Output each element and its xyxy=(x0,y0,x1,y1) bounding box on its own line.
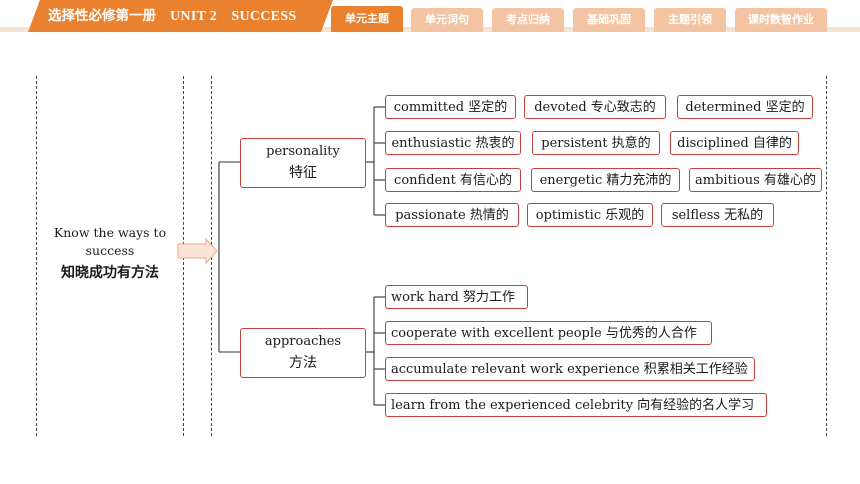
node-personality-cn: 特征 xyxy=(289,165,317,181)
trait-energetic: energetic 精力充沛的 xyxy=(531,168,680,192)
tab-key-points[interactable]: 考点归纳 xyxy=(492,8,564,32)
root-arrow xyxy=(177,237,218,265)
trait-committed: committed 坚定的 xyxy=(385,95,516,119)
trait-devoted: devoted 专心致志的 xyxy=(524,95,666,119)
approach-accumulate-experience: accumulate relevant work experience 积累相关… xyxy=(385,357,755,381)
trait-determined: determined 坚定的 xyxy=(677,95,813,119)
tab-unit-vocabulary[interactable]: 单元词句 xyxy=(411,8,483,32)
trait-confident: confident 有信心的 xyxy=(385,168,521,192)
trait-ambitious: ambitious 有雄心的 xyxy=(689,168,822,192)
root-topic: Know the ways to success 知晓成功有方法 xyxy=(40,224,180,282)
trait-passionate: passionate 热情的 xyxy=(385,203,519,227)
course-title: 选择性必修第一册 UNIT 2 SUCCESS xyxy=(28,0,333,32)
trait-persistent: persistent 执意的 xyxy=(532,131,660,155)
trait-enthusiastic: enthusiastic 热衷的 xyxy=(385,131,521,155)
tab-homework[interactable]: 课时数智作业 xyxy=(735,8,827,32)
approach-learn-from-celebrity: learn from the experienced celebrity 向有经… xyxy=(385,393,767,417)
book-title: 选择性必修第一册 xyxy=(48,8,156,24)
top-nav-bar: 选择性必修第一册 UNIT 2 SUCCESS 单元主题 单元词句 考点归纳 基础… xyxy=(0,0,860,36)
approach-work-hard: work hard 努力工作 xyxy=(385,285,528,309)
node-personality-en: personality xyxy=(266,144,340,159)
tab-unit-theme[interactable]: 单元主题 xyxy=(331,6,403,32)
node-approaches-cn: 方法 xyxy=(289,355,317,371)
approach-cooperate: cooperate with excellent people 与优秀的人合作 xyxy=(385,321,712,345)
node-approaches: approaches 方法 xyxy=(240,328,366,378)
guide-line-left xyxy=(36,76,37,436)
root-topic-en: Know the ways to success xyxy=(53,225,167,258)
trait-disciplined: disciplined 自律的 xyxy=(670,131,799,155)
tab-theme-lead[interactable]: 主题引领 xyxy=(654,8,726,32)
tab-basic-practice[interactable]: 基础巩固 xyxy=(573,8,645,32)
guide-line-right xyxy=(826,76,827,436)
node-personality: personality 特征 xyxy=(240,138,366,188)
node-approaches-en: approaches xyxy=(264,334,342,349)
trait-selfless: selfless 无私的 xyxy=(661,203,774,227)
root-topic-cn: 知晓成功有方法 xyxy=(61,265,159,281)
trait-optimistic: optimistic 乐观的 xyxy=(527,203,653,227)
unit-title: UNIT 2 SUCCESS xyxy=(170,9,297,24)
